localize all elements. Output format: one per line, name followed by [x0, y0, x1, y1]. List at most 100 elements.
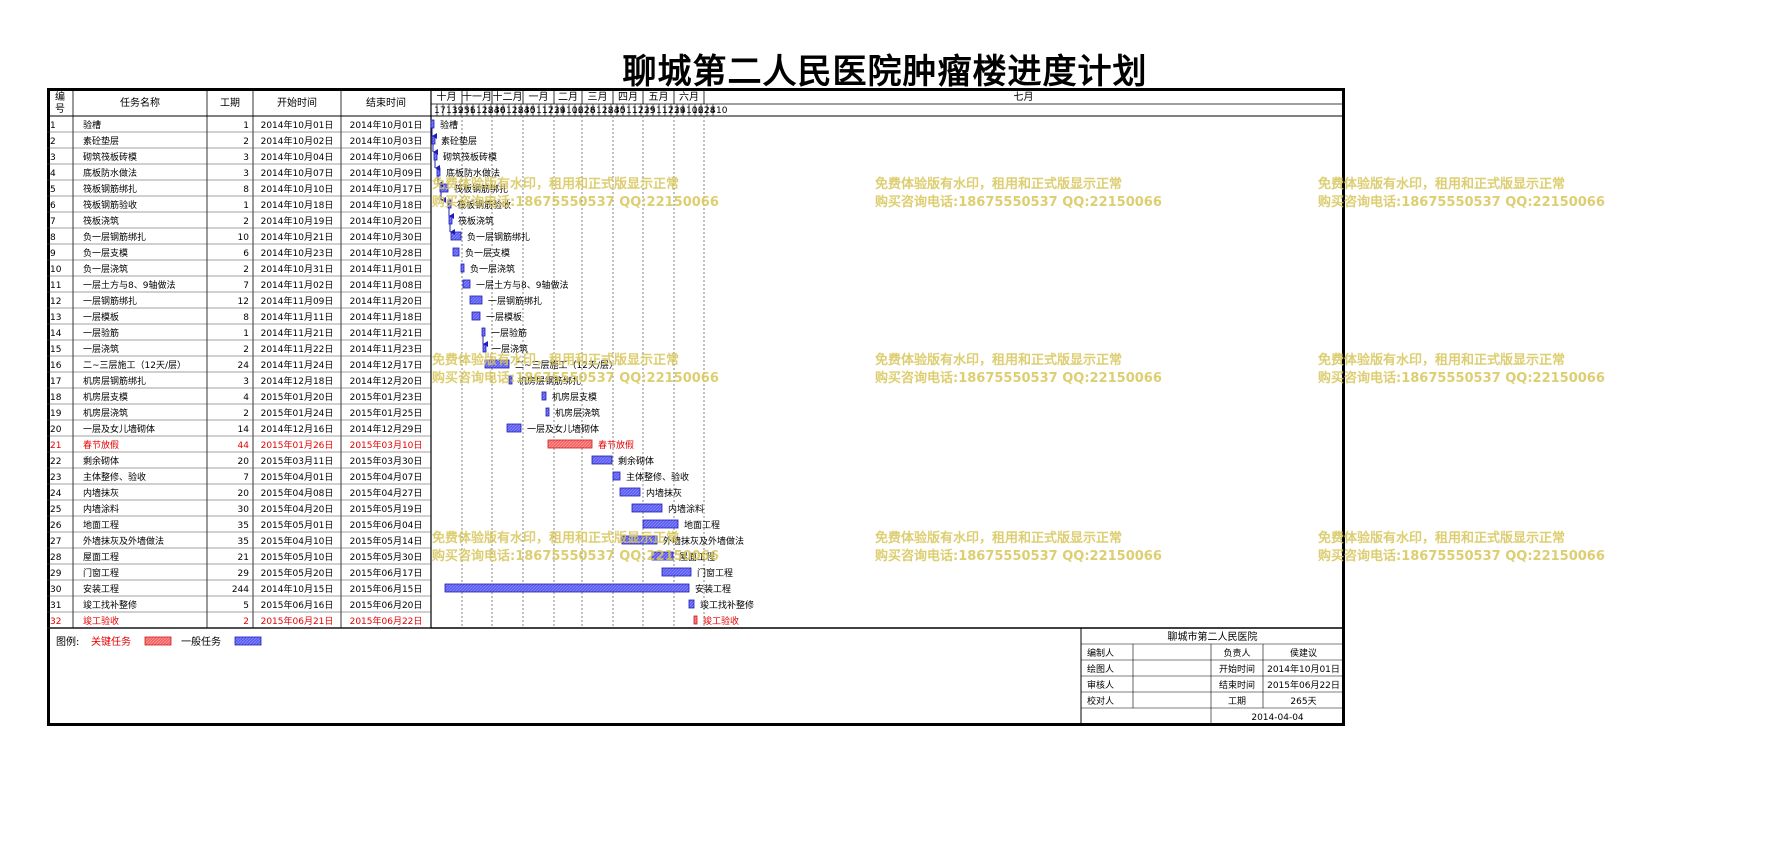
row-task-name: 外墙抹灰及外墙做法: [83, 535, 164, 547]
row-duration: 35: [238, 521, 249, 531]
row-duration: 24: [238, 361, 250, 371]
row-duration: 12: [238, 297, 249, 307]
row-task-name: 春节放假: [83, 439, 119, 451]
row-id: 29: [50, 569, 62, 579]
tick-label: 12: [596, 106, 607, 116]
row-duration: 3: [243, 169, 249, 179]
row-end: 2015年06月15日: [350, 583, 423, 595]
gantt-bar: [482, 343, 487, 353]
watermark: 免费体验版有水印，租用和正式版显示正常购买咨询电话:18675550537 QQ…: [1318, 531, 1605, 564]
watermark: 免费体验版有水印，租用和正式版显示正常购买咨询电话:18675550537 QQ…: [1318, 353, 1605, 386]
row-end: 2014年11月18日: [350, 311, 423, 323]
month-label: 十月: [437, 90, 457, 103]
row-end: 2014年10月20日: [350, 215, 423, 227]
gantt-bar: [439, 183, 449, 193]
row-task-name: 机房层支模: [83, 391, 128, 403]
row-end: 2015年05月19日: [350, 503, 423, 515]
row-id: 18: [50, 393, 62, 403]
tick-label: 18: [482, 106, 494, 116]
row-id: 28: [50, 553, 62, 563]
row-start: 2014年10月02日: [261, 135, 334, 147]
row-start: 2014年12月18日: [261, 375, 334, 387]
row-end: 2015年05月14日: [350, 535, 423, 547]
gantt-bar-label: 安装工程: [695, 583, 731, 595]
gantt-bar: [661, 567, 692, 577]
tick-label: 12: [506, 106, 517, 116]
tick-label: 13: [446, 106, 457, 116]
row-start: 2014年10月19日: [261, 215, 334, 227]
tick-label: 10: [716, 106, 728, 116]
row-task-name: 素砼垫层: [83, 135, 119, 147]
gantt-bar-label: 负一层支模: [465, 247, 510, 259]
row-id: 11: [50, 281, 61, 291]
header-duration: 工期: [220, 97, 240, 109]
tick-label: 11: [536, 106, 547, 116]
row-end: 2014年10月09日: [350, 167, 423, 179]
row-start: 2015年01月20日: [261, 391, 334, 403]
row-start: 2015年01月24日: [261, 407, 334, 419]
gantt-bar-label: 底板防水做法: [446, 167, 500, 179]
row-id: 4: [50, 169, 56, 179]
gantt-bar: [541, 391, 547, 401]
gantt-bar-label: 负一层浇筑: [470, 263, 515, 275]
row-task-name: 安装工程: [83, 583, 119, 595]
row-task-name: 门窗工程: [83, 567, 119, 579]
info-reviewer-label: 审核人: [1087, 679, 1114, 691]
row-id: 3: [50, 153, 56, 163]
tick-label: 29: [644, 106, 656, 116]
row-id: 26: [50, 521, 62, 531]
info-start-label: 开始时间: [1219, 663, 1255, 675]
row-duration: 2: [243, 217, 249, 227]
row-start: 2015年05月20日: [261, 567, 334, 579]
tick-label: 18: [512, 106, 524, 116]
row-task-name: 验槽: [83, 119, 101, 131]
row-start: 2014年10月31日: [261, 263, 334, 275]
gantt-bar: [444, 583, 690, 593]
gantt-bar-label: 一层模板: [486, 311, 522, 323]
gantt-bar-label: 一层土方与8、9轴做法: [476, 279, 568, 291]
header-end: 结束时间: [366, 96, 406, 109]
month-label: 七月: [1014, 91, 1034, 103]
gantt-bar-label: 竣工验收: [703, 615, 739, 627]
row-duration: 7: [243, 473, 249, 483]
tick-label: 24: [608, 106, 620, 116]
row-task-name: 剩余砌体: [83, 455, 119, 467]
tick-label: 23: [668, 106, 679, 116]
row-id: 14: [50, 329, 62, 339]
tick-label: 22: [698, 106, 709, 116]
gantt-bar: [693, 615, 698, 625]
row-start: 2014年11月22日: [261, 343, 334, 355]
legend-label: 图例:: [56, 635, 79, 648]
row-duration: 4: [243, 393, 249, 403]
row-id: 31: [50, 601, 61, 611]
tick-label: 10: [686, 106, 698, 116]
watermark: 免费体验版有水印，租用和正式版显示正常购买咨询电话:18675550537 QQ…: [1318, 177, 1605, 210]
row-end: 2015年03月30日: [350, 455, 423, 467]
gantt-bar-label: 机房层支模: [552, 391, 597, 403]
tick-label: 29: [554, 106, 566, 116]
row-start: 2014年11月02日: [261, 279, 334, 291]
row-id: 17: [50, 377, 61, 387]
row-task-name: 竣工找补整修: [83, 599, 137, 611]
month-label: 五月: [649, 91, 669, 103]
row-task-name: 底板防水做法: [83, 167, 137, 179]
tick-label: 18: [602, 106, 614, 116]
row-duration: 2: [243, 409, 249, 419]
tick-label: 11: [656, 106, 667, 116]
row-id: 5: [50, 185, 56, 195]
row-id: 10: [50, 265, 62, 275]
row-id: 15: [50, 345, 61, 355]
tick-label: 24: [518, 106, 530, 116]
row-task-name: 屋面工程: [83, 552, 119, 563]
month-label: 四月: [618, 91, 638, 103]
gantt-bar-label: 素砼垫层: [441, 135, 477, 147]
row-duration: 8: [243, 185, 249, 195]
row-id: 16: [50, 361, 62, 371]
row-task-name: 负一层浇筑: [83, 263, 128, 275]
row-id: 21: [50, 441, 61, 451]
gantt-bar: [651, 551, 674, 561]
gantt-bar-label: 机房层钢筋绑扎: [518, 375, 581, 387]
row-duration: 30: [238, 505, 250, 515]
row-start: 2015年04月01日: [261, 471, 334, 483]
row-id: 12: [50, 297, 61, 307]
